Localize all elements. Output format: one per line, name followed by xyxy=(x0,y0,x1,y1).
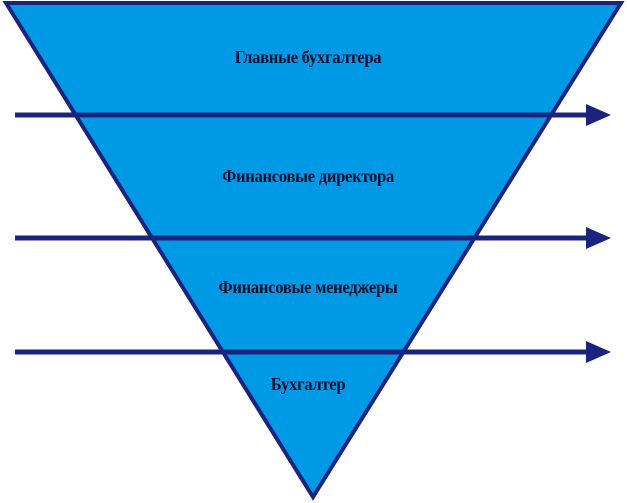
arrow-shaft xyxy=(15,112,587,118)
arrow-2 xyxy=(15,227,611,249)
arrow-1 xyxy=(15,104,611,126)
arrow-shaft xyxy=(15,349,587,355)
tier-label-accountant: Бухгалтер xyxy=(270,374,346,394)
tier-label-financial-managers: Финансовые менеджеры xyxy=(218,277,398,297)
tier-label-financial-directors: Финансовые директора xyxy=(222,166,394,186)
arrow-shaft xyxy=(15,235,587,241)
arrow-right-icon xyxy=(586,104,611,126)
arrow-right-icon xyxy=(586,341,611,363)
arrow-3 xyxy=(15,341,611,363)
arrow-right-icon xyxy=(586,227,611,249)
tier-label-chief-accountants: Главные бухгалтера xyxy=(234,47,382,67)
